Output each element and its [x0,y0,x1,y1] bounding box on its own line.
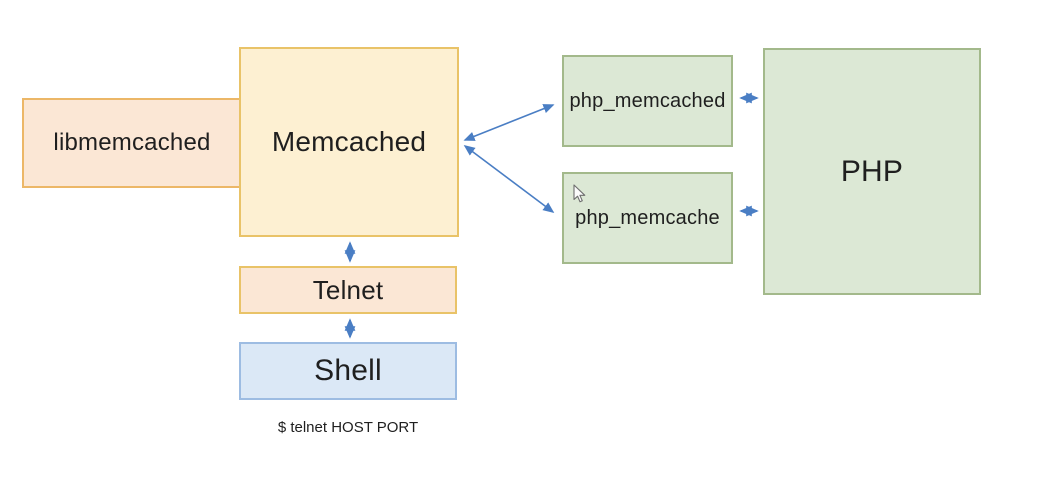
telnet-command-caption: $ telnet HOST PORT [277,419,419,436]
node-php-label: PHP [840,154,904,188]
node-php: PHP [763,48,981,295]
node-php-memcache-extension: php_memcache [562,172,733,264]
node-telnet-label: Telnet [312,274,384,305]
connector-memcached-php_memcache [463,145,555,213]
node-php-memcached-label: php_memcached [569,89,726,112]
node-shell-label: Shell [314,354,382,387]
connector-memcached-php_memcached [463,104,555,141]
node-libmemcached-label: libmemcached [53,129,211,156]
node-telnet: Telnet [239,266,457,314]
node-php-memcached-extension: php_memcached [562,55,733,147]
node-php-memcache-label: php_memcache [575,206,720,229]
node-shell: Shell [239,342,457,400]
node-memcached-label: Memcached [271,126,427,157]
node-memcached: Memcached [239,47,459,237]
node-libmemcached: libmemcached [22,98,242,188]
